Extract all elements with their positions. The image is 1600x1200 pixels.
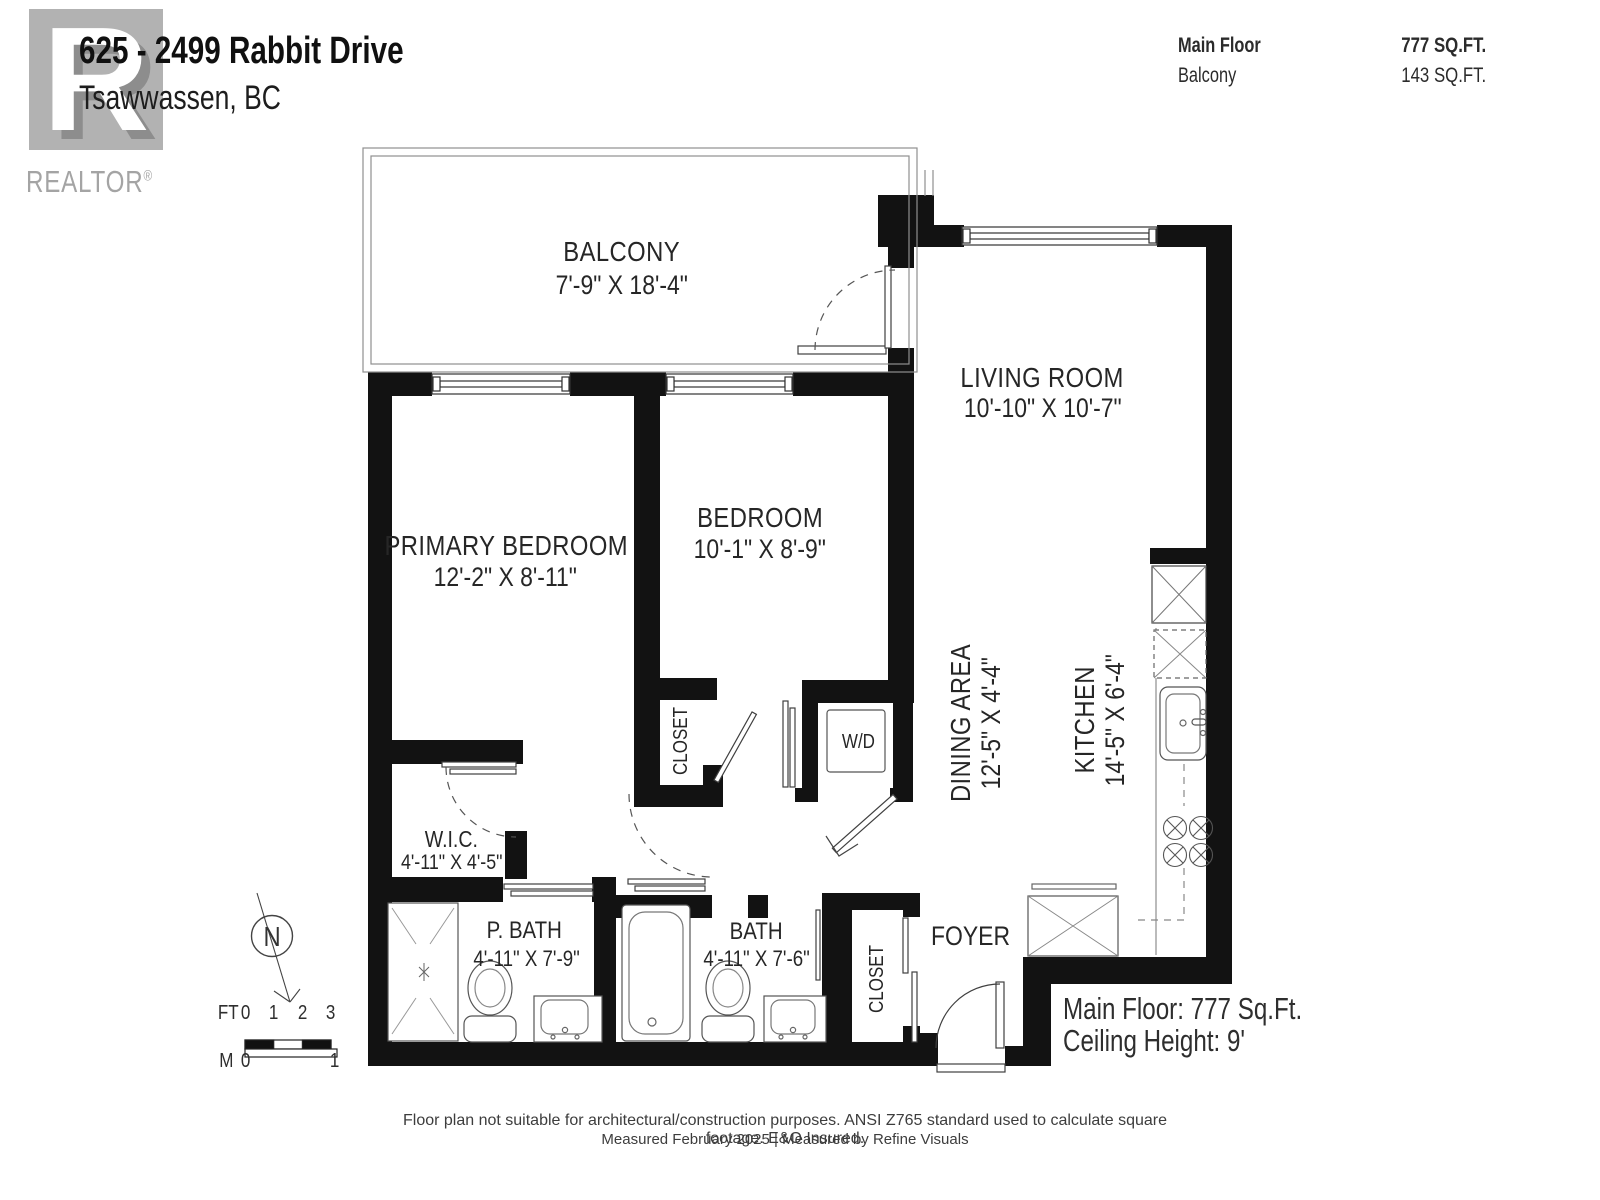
scale-ft-tick-3: 3 bbox=[326, 1002, 336, 1024]
scale-ft-tick-1: 1 bbox=[269, 1002, 279, 1024]
kitchen-sink-icon bbox=[1159, 686, 1207, 761]
wall-bedroom-top-a bbox=[368, 372, 432, 396]
balcony-outline bbox=[362, 147, 934, 373]
scale-bar-graphic bbox=[244, 1039, 338, 1058]
balcony-door bbox=[797, 265, 896, 355]
wall-bottom bbox=[368, 1042, 914, 1066]
entry-door bbox=[935, 981, 1006, 1073]
wall-kitchen-stub bbox=[1150, 548, 1208, 564]
page-subtitle: Tsawwassen, BC bbox=[79, 79, 338, 118]
label-dining-area: DINING AREA 12'-5" X 4'-4" bbox=[945, 643, 1006, 803]
area-row-label-main-floor: Main Floor bbox=[1178, 34, 1261, 57]
upper-cabinet-icon bbox=[1153, 629, 1207, 679]
label-bedroom: BEDROOM bbox=[697, 502, 823, 533]
wall-balcony-corner-block bbox=[878, 195, 934, 247]
label-balcony-dims: 7'-9" X 18'-4" bbox=[555, 270, 689, 300]
wall-foyer-closet-left bbox=[822, 893, 852, 1042]
floor-summary-line1: Main Floor: 777 Sq.Ft. bbox=[1063, 991, 1303, 1026]
city-subtitle: Tsawwassen, BC bbox=[79, 79, 281, 117]
wall-bath-stub bbox=[748, 895, 768, 918]
wall-bedroom-right bbox=[888, 348, 914, 703]
hallway-door bbox=[825, 793, 898, 857]
registered-mark: ® bbox=[143, 167, 153, 185]
wall-balcony-door-stub bbox=[888, 247, 914, 268]
bath-toilet-icon bbox=[701, 960, 755, 1043]
label-bath: BATH bbox=[729, 918, 783, 945]
label-pbath: P. BATH bbox=[486, 917, 562, 944]
wall-bedroom-top-b bbox=[570, 372, 666, 396]
realtor-brand-text: REALTOR bbox=[26, 164, 144, 199]
floor-summary-line2: Ceiling Height: 9' bbox=[1063, 1023, 1246, 1058]
window-living-room bbox=[961, 226, 1158, 246]
wic-door bbox=[441, 761, 517, 838]
shower-icon bbox=[387, 902, 459, 1042]
footer-measured-by: Measured February 2025 | Measured by Ref… bbox=[601, 1131, 969, 1148]
area-row-value-main-floor: 777 SQ.FT. bbox=[1401, 34, 1486, 57]
pbath-sink-icon bbox=[533, 995, 603, 1043]
wall-wic-right bbox=[505, 831, 527, 879]
label-bedroom-dims: 10'-1" X 8'-9" bbox=[693, 534, 827, 564]
bathtub-icon bbox=[621, 904, 691, 1042]
wall-bedroom-divider bbox=[634, 396, 660, 807]
wall-foyer-closet-stub-top bbox=[903, 893, 920, 917]
scale-m-label: M bbox=[218, 1050, 234, 1072]
scale-ft-label: FT bbox=[217, 1002, 239, 1024]
label-bath-dims: 4'-11" X 7'-6" bbox=[703, 946, 811, 971]
wall-wic-top bbox=[392, 740, 523, 764]
scale-m-tick-0: 0 bbox=[241, 1050, 251, 1072]
foyer-closet-sliding-doors bbox=[902, 917, 918, 1043]
wall-pbath-top bbox=[368, 877, 503, 902]
area-row-value-balcony: 143 SQ.FT. bbox=[1401, 64, 1486, 87]
window-primary-bedroom bbox=[431, 373, 571, 395]
washer-dryer-box bbox=[826, 709, 886, 773]
label-washer-dryer: W/D bbox=[841, 731, 875, 753]
bedroom-sliding-door bbox=[782, 700, 796, 788]
kitchen-counter-line bbox=[1132, 628, 1185, 955]
realtor-logo-letter: R bbox=[42, 0, 150, 162]
address-title: 625 - 2499 Rabbit Drive bbox=[79, 30, 404, 72]
pbath-pocket-door bbox=[503, 883, 594, 897]
foyer-appliance-icon bbox=[1027, 883, 1119, 957]
wall-wd-top bbox=[802, 680, 913, 703]
bath-sink-icon bbox=[763, 995, 827, 1043]
realtor-logo: R bbox=[29, 0, 163, 162]
bath-pocket-door bbox=[627, 878, 706, 892]
bath-jamb-line bbox=[815, 909, 821, 981]
bedroom-closet-door-leaf bbox=[713, 711, 758, 784]
wall-entry-bottom-right bbox=[1005, 1046, 1039, 1066]
wall-wd-right bbox=[893, 703, 913, 788]
wall-closet-top bbox=[660, 678, 717, 700]
scale-ft-tick-0: 0 bbox=[241, 1002, 251, 1024]
wall-right bbox=[1206, 225, 1232, 984]
wall-wd-stub-left bbox=[795, 788, 818, 802]
page-title: 625 - 2499 Rabbit Drive bbox=[79, 30, 495, 73]
label-kitchen: KITCHEN 14'-5" X 6'-4" bbox=[1069, 653, 1130, 787]
footer-disclaimer: Floor plan not suitable for architectura… bbox=[403, 1112, 1167, 1147]
scale-ft-tick-2: 2 bbox=[298, 1002, 308, 1024]
wall-top-left-segment bbox=[930, 225, 964, 247]
label-wic: W.I.C. bbox=[424, 826, 478, 852]
label-living-room-dims: 10'-10" X 10'-7" bbox=[964, 393, 1122, 423]
label-bedroom-closet: CLOSET bbox=[669, 706, 692, 776]
compass-north-label: N bbox=[263, 921, 281, 952]
label-wic-dims: 4'-11" X 4'-5" bbox=[401, 851, 503, 874]
wall-kitchen-bottom bbox=[1038, 957, 1232, 984]
label-primary-bedroom: PRIMARY BEDROOM bbox=[384, 530, 628, 561]
realtor-wordmark: REALTOR® bbox=[26, 164, 189, 200]
label-balcony: BALCONY bbox=[563, 236, 681, 267]
primary-bedroom-door-arc bbox=[628, 793, 713, 878]
label-primary-bedroom-dims: 12'-2" X 8'-11" bbox=[433, 562, 577, 592]
north-compass-icon bbox=[250, 892, 301, 1003]
window-bedroom bbox=[665, 373, 794, 395]
pbath-toilet-icon bbox=[463, 960, 517, 1043]
label-pbath-dims: 4'-11" X 7'-9" bbox=[473, 946, 581, 971]
fridge-icon bbox=[1151, 565, 1207, 624]
scale-m-tick-1: 1 bbox=[330, 1050, 340, 1072]
area-row-label-balcony: Balcony bbox=[1178, 64, 1237, 87]
wall-wd-left bbox=[802, 703, 818, 788]
label-living-room: LIVING ROOM bbox=[960, 362, 1124, 393]
label-foyer: FOYER bbox=[931, 921, 1011, 951]
stove-burners-icon bbox=[1162, 815, 1214, 868]
